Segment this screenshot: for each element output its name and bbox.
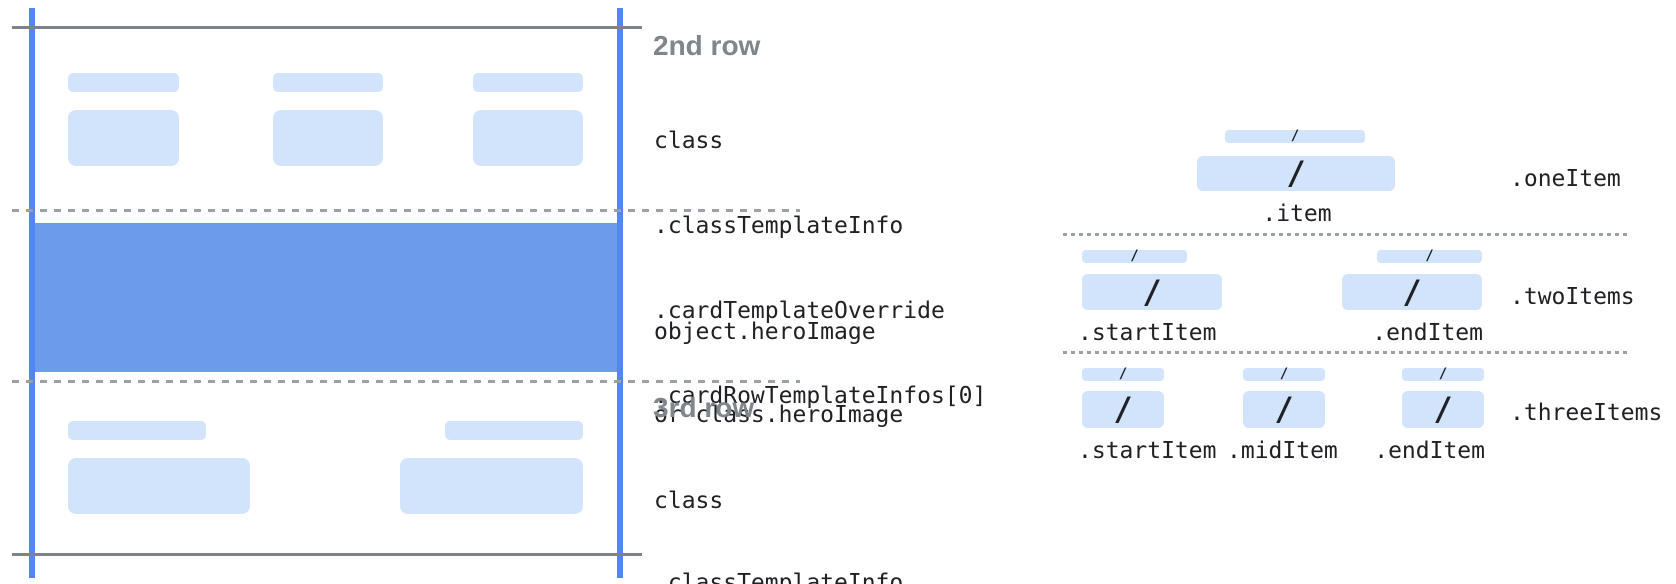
three-items-mid-value-bar: / [1243,391,1325,428]
one-item-item-label: .item [1262,201,1332,227]
card-bottom-border [12,553,642,556]
three-items-end-label-bar: / [1402,366,1484,382]
row-divider-lower [12,380,800,383]
slash-placeholder: / [1279,366,1289,382]
three-items-end-value-bar: / [1402,391,1484,428]
row3-col2-value-placeholder [400,458,583,514]
row2-col2-label-placeholder [273,73,383,92]
row2-col3-label-placeholder [473,73,583,92]
three-items-mid-label-bar: / [1243,366,1325,382]
two-items-start-label-bar: / [1082,248,1187,264]
two-items-layout-label: .twoItems [1510,284,1635,310]
slash-placeholder: / [1142,272,1162,311]
code-line: object.heroImage [654,319,876,345]
slash-placeholder: / [1402,272,1422,311]
hero-image-class-path: object.heroImage or class.heroImage [654,265,903,483]
hero-image-band [29,223,623,372]
two-items-start-label: .startItem [1078,320,1217,346]
slash-placeholder: / [1118,366,1128,382]
guide-line-right [617,8,623,578]
row3-col1-value-placeholder [68,458,250,514]
one-item-value-bar: / [1197,156,1395,191]
code-line: class [654,488,724,514]
row2-col1-value-placeholder [68,110,179,166]
three-items-end-label: .endItem [1374,438,1485,464]
slash-placeholder: / [1113,390,1133,428]
three-items-layout-label: .threeItems [1510,400,1663,426]
two-items-start-value-bar: / [1082,274,1222,310]
row3-col2-label-placeholder [445,421,583,440]
row-divider-upper [12,209,800,212]
one-item-label-bar: / [1225,128,1365,144]
three-items-mid-label: .midItem [1227,438,1338,464]
layout-separator-2 [1063,351,1628,354]
row2-col3-value-placeholder [473,110,583,166]
row3-class-path: class .classTemplateInfo .cardTemplateOv… [654,434,986,584]
code-line: .classTemplateInfo [654,213,904,239]
three-items-start-label-bar: / [1082,366,1164,382]
three-items-start-value-bar: / [1082,391,1164,428]
row2-class-path: class .classTemplateInfo .cardTemplateOv… [654,73,986,465]
slash-placeholder: / [1438,366,1448,382]
slash-placeholder: / [1433,390,1453,428]
code-line: class [654,128,724,154]
code-line: .cardTemplateOverride [654,298,945,324]
card-top-border [12,26,642,29]
slash-placeholder: / [1290,128,1300,144]
code-line: .cardRowTemplateInfos[0] [654,383,987,409]
slash-placeholder: / [1425,248,1434,264]
slash-placeholder: / [1130,248,1139,264]
guide-line-left [29,8,35,578]
code-line: or class.heroImage [654,402,904,428]
three-items-start-label: .startItem [1078,438,1217,464]
slash-placeholder: / [1274,390,1294,428]
two-items-end-value-bar: / [1342,274,1482,310]
row3-heading: 3rd row [653,392,755,423]
two-items-end-label: .endItem [1372,320,1483,346]
row2-col1-label-placeholder [68,73,179,92]
one-item-layout-label: .oneItem [1510,166,1621,192]
two-items-end-label-bar: / [1377,248,1482,264]
row2-heading: 2nd row [653,30,761,61]
layout-separator-1 [1063,233,1628,236]
slash-placeholder: / [1286,154,1306,192]
row2-col2-value-placeholder [273,110,383,166]
code-line: .classTemplateInfo [654,570,904,584]
row3-col1-label-placeholder [68,421,206,440]
